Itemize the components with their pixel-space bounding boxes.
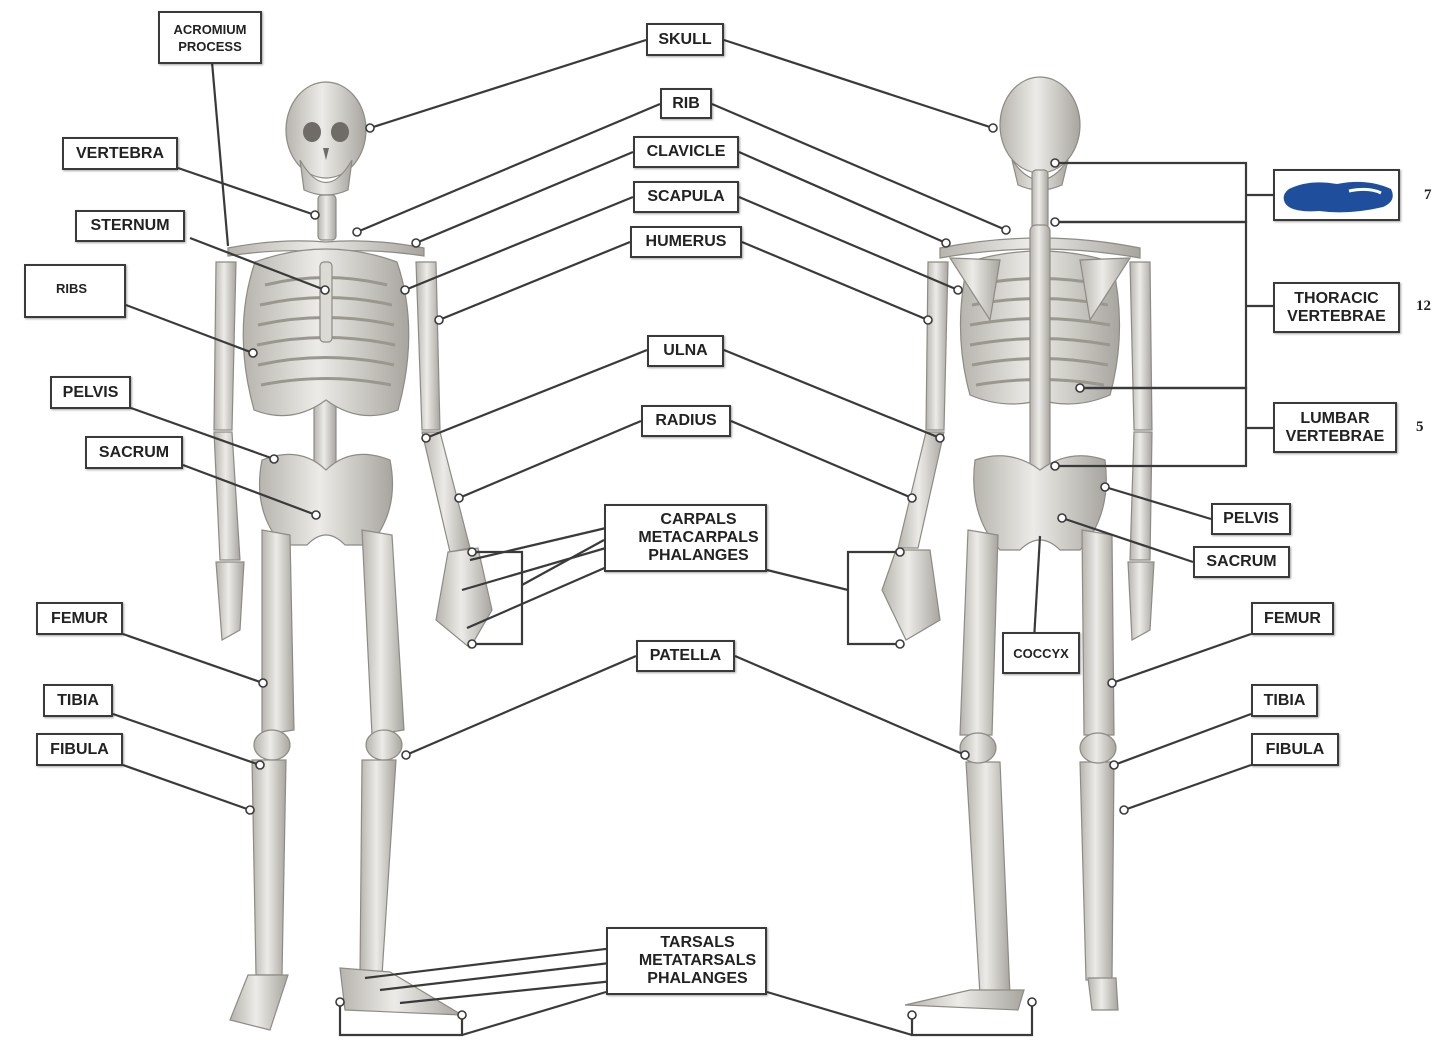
front-skeleton bbox=[214, 82, 492, 1030]
label-carpals: CARPALS bbox=[660, 511, 736, 529]
back-right-humerus-shape bbox=[1130, 262, 1152, 430]
back-left-humerus-shape bbox=[926, 262, 948, 430]
front-right-femur-shape bbox=[362, 530, 404, 735]
count-thoracic: 12 bbox=[1416, 298, 1431, 315]
label-lumbar-line1: LUMBAR bbox=[1300, 410, 1369, 428]
count-cervical: 7 bbox=[1424, 187, 1432, 204]
label-ulna: ULNA bbox=[647, 335, 724, 367]
front-right-forearm-shape bbox=[422, 432, 470, 552]
label-hand-phalanges: PHALANGES bbox=[648, 547, 748, 565]
label-lumbar-vertebrae: LUMBAR VERTEBRAE bbox=[1273, 402, 1397, 453]
label-acromium-line2: PROCESS bbox=[178, 38, 242, 55]
front-left-hand-shape bbox=[216, 562, 244, 640]
label-humerus: HUMERUS bbox=[630, 226, 742, 258]
label-vertebra: VERTEBRA bbox=[62, 137, 178, 170]
front-left-femur-shape bbox=[262, 530, 294, 735]
back-skeleton bbox=[882, 77, 1154, 1010]
back-left-foot-shape bbox=[905, 990, 1024, 1010]
label-fibula-right: FIBULA bbox=[1251, 733, 1339, 766]
back-left-leg-shape bbox=[966, 762, 1010, 995]
front-right-humerus-shape bbox=[416, 262, 440, 430]
back-left-forearm-shape bbox=[898, 432, 944, 548]
label-cervical-redacted bbox=[1273, 169, 1400, 221]
label-tibia-right: TIBIA bbox=[1251, 684, 1318, 717]
label-ribs: RIBS bbox=[24, 264, 126, 318]
label-radius: RADIUS bbox=[641, 405, 731, 437]
front-left-forearm-shape bbox=[214, 432, 240, 560]
count-lumbar: 5 bbox=[1416, 419, 1424, 436]
label-tarsals: TARSALS bbox=[660, 934, 734, 952]
back-skull-shape bbox=[1000, 77, 1080, 173]
label-metacarpals: METACARPALS bbox=[638, 529, 758, 547]
label-hand-bones: CARPALS METACARPALS PHALANGES bbox=[604, 504, 767, 572]
back-left-femur-shape bbox=[960, 530, 998, 735]
back-neck-shape bbox=[1032, 170, 1048, 230]
label-sacrum-left: SACRUM bbox=[85, 436, 183, 469]
label-metatarsals: METATARSALS bbox=[639, 952, 756, 970]
label-femur-right: FEMUR bbox=[1251, 602, 1334, 635]
label-foot-bones: TARSALS METATARSALS PHALANGES bbox=[606, 927, 767, 995]
front-neck-shape bbox=[318, 195, 336, 240]
front-left-foot-shape bbox=[230, 975, 288, 1030]
back-right-leg-shape bbox=[1080, 762, 1114, 980]
front-right-leg-shape bbox=[360, 760, 396, 975]
back-right-hand-shape bbox=[1128, 562, 1154, 640]
label-lumbar-line2: VERTEBRAE bbox=[1286, 428, 1385, 446]
front-skull-shape bbox=[286, 82, 366, 178]
label-fibula-left: FIBULA bbox=[36, 733, 123, 766]
label-thoracic-line1: THORACIC bbox=[1294, 290, 1378, 308]
label-scapula: SCAPULA bbox=[633, 181, 739, 213]
front-left-leg-shape bbox=[252, 760, 286, 975]
label-thoracic-vertebrae: THORACIC VERTEBRAE bbox=[1273, 282, 1400, 333]
label-acromium-line1: ACROMIUM bbox=[174, 21, 247, 38]
label-thoracic-line2: VERTEBRAE bbox=[1287, 308, 1386, 326]
back-right-foot-shape bbox=[1088, 978, 1118, 1010]
label-skull: SKULL bbox=[646, 23, 724, 56]
label-pelvis-right: PELVIS bbox=[1211, 503, 1291, 535]
label-rib: RIB bbox=[660, 88, 712, 119]
redaction-scribble bbox=[1279, 175, 1397, 217]
back-left-hand-shape bbox=[882, 550, 940, 640]
label-acromium-process: ACROMIUM PROCESS bbox=[158, 11, 262, 64]
label-femur-left: FEMUR bbox=[36, 602, 123, 635]
label-clavicle: CLAVICLE bbox=[633, 136, 739, 168]
front-right-foot-shape bbox=[340, 968, 462, 1015]
front-right-hand-shape bbox=[436, 548, 492, 648]
label-sacrum-right: SACRUM bbox=[1193, 546, 1290, 578]
back-right-femur-shape bbox=[1082, 530, 1114, 735]
label-patella: PATELLA bbox=[636, 640, 735, 672]
label-pelvis-left: PELVIS bbox=[50, 376, 131, 409]
label-foot-phalanges: PHALANGES bbox=[647, 970, 747, 988]
label-coccyx: COCCYX bbox=[1002, 632, 1080, 674]
label-sternum: STERNUM bbox=[75, 210, 185, 242]
label-tibia-left: TIBIA bbox=[43, 684, 113, 717]
front-sternum-shape bbox=[320, 262, 332, 342]
